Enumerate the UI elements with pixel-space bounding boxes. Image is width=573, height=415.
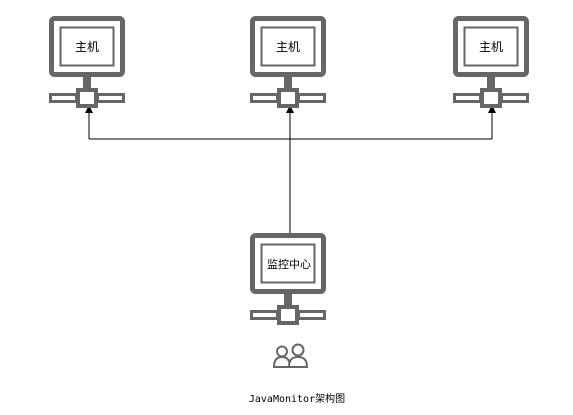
host-node-1: 主机 [49, 16, 125, 108]
connectors [85, 105, 496, 233]
host-node-3: 主机 [453, 16, 529, 108]
diagram-caption: JavaMonitor架构图 [249, 392, 345, 405]
host-label: 主机 [479, 40, 503, 54]
monitor-label: 监控中心 [267, 257, 311, 271]
host-label: 主机 [75, 40, 99, 54]
computer-icon [49, 16, 125, 108]
computer-icon [453, 16, 529, 108]
computer-icon [250, 233, 326, 325]
monitor-node: 监控中心 [250, 233, 326, 325]
users-icon [272, 343, 309, 368]
host-label: 主机 [276, 40, 300, 54]
host-node-2: 主机 [250, 16, 326, 108]
computer-icon [250, 16, 326, 108]
